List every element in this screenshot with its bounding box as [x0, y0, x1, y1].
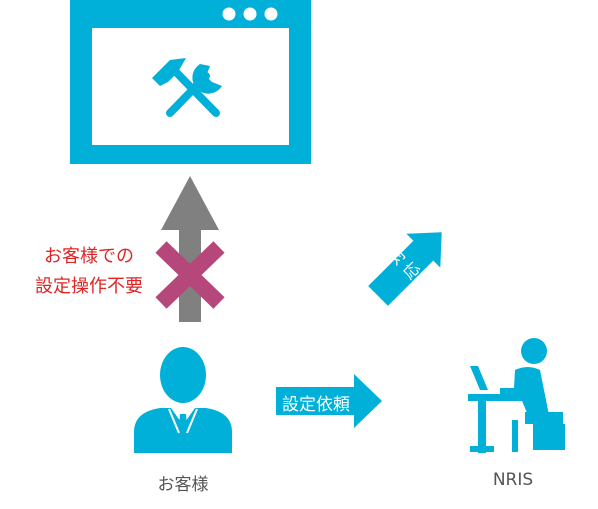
cross-mark-icon	[155, 241, 225, 309]
setup-request-arrow	[276, 374, 382, 428]
response-arrow	[368, 232, 442, 306]
nris-caption: NRIS	[492, 470, 534, 490]
no-setup-line2: 設定操作不要	[35, 276, 143, 297]
hammer-wrench-icon	[152, 58, 222, 117]
desk-worker-icon	[468, 338, 565, 453]
no-setup-line1: お客様での	[44, 246, 134, 267]
businessman-icon	[134, 347, 232, 453]
no-setup-label: お客様での 設定操作不要	[14, 242, 164, 302]
customer-caption: お客様	[157, 475, 209, 495]
setup-request-label: 設定依頼	[282, 395, 350, 415]
